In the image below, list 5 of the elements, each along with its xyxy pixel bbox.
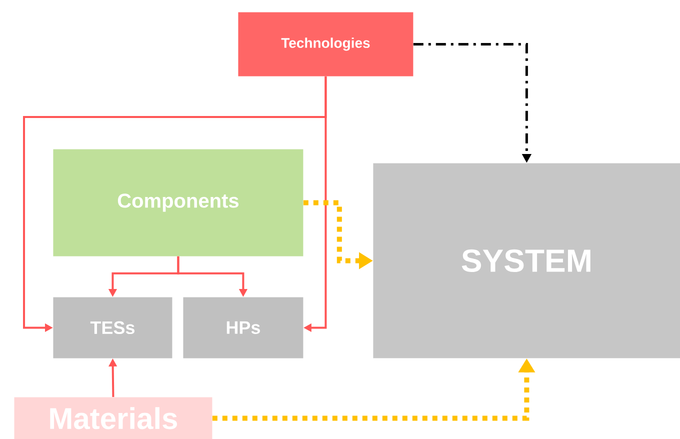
tes-box: TESs — [53, 297, 172, 358]
technologies-box: Technologies — [238, 12, 414, 76]
components-box: Components — [53, 149, 304, 256]
hp-box: HPs — [183, 297, 304, 358]
system-box: SYSTEM — [373, 163, 680, 358]
